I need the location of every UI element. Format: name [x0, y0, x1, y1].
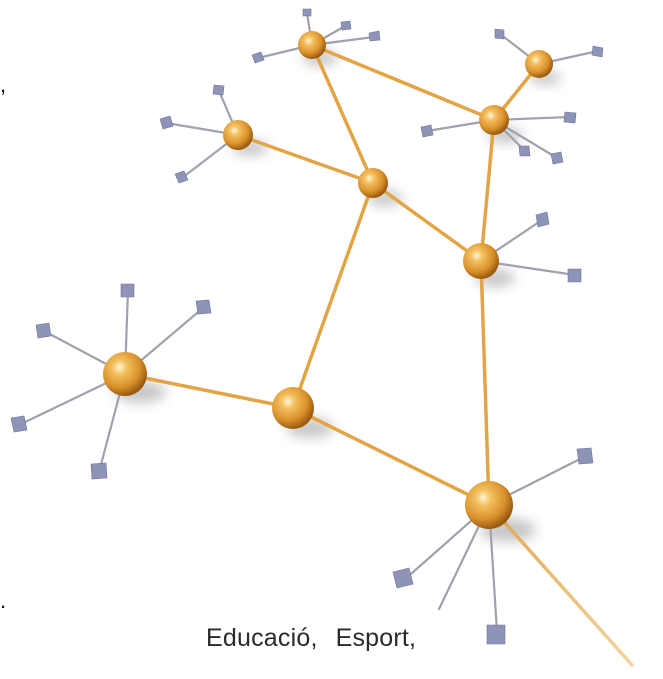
caption-word-educacio: Educació,	[206, 624, 318, 652]
period-fragment: .	[0, 588, 7, 613]
caption-word-esport: Esport,	[335, 624, 417, 652]
comma-fragment: ,	[0, 72, 7, 97]
caption: Educació, Esport,	[206, 624, 434, 653]
